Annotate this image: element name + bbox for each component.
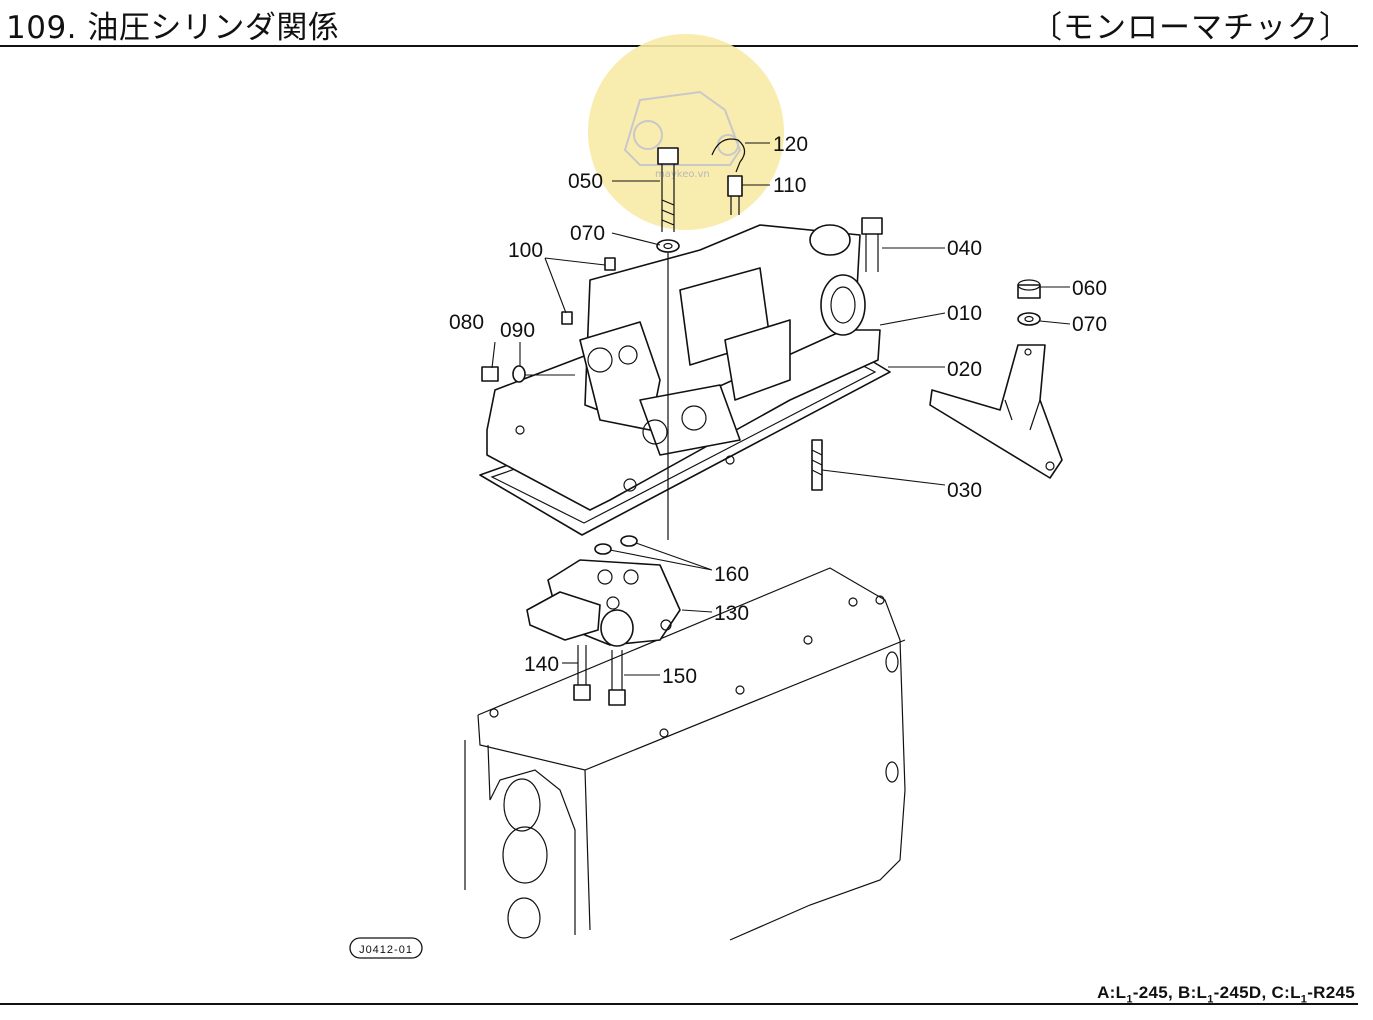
footer-a-sub: 1: [1126, 993, 1133, 1006]
label-030: 030: [947, 479, 982, 502]
label-070-upper: 070: [570, 222, 605, 245]
page-title: 109. 油圧シリンダ関係: [6, 10, 340, 46]
figure-code-badge: J0412-01: [349, 937, 423, 959]
part-140-bolt: [573, 645, 591, 701]
footer-rule: [0, 1003, 1358, 1005]
watermark-logo: maykeo.vn: [588, 34, 784, 230]
label-020: 020: [947, 358, 982, 381]
part-130-control-valve: [526, 559, 681, 647]
part-110-nipple: [727, 175, 743, 215]
transmission-case: [464, 567, 906, 941]
footer-c-suffix: -R245: [1307, 983, 1355, 1002]
label-040: 040: [947, 237, 982, 260]
label-050: 050: [568, 170, 603, 193]
part-100-plug: [561, 257, 616, 325]
footer-c-sub: 1: [1300, 993, 1308, 1006]
label-070-right: 070: [1072, 313, 1107, 336]
part-040-bolt: [861, 217, 883, 272]
part-060-nut: [1017, 279, 1041, 299]
watermark-text: maykeo.vn: [655, 169, 710, 180]
label-110: 110: [773, 174, 806, 197]
footer-a-prefix: A:L: [1097, 983, 1127, 1002]
part-030-stud: [811, 439, 823, 491]
figure-code: J0412-01: [359, 944, 413, 956]
footer-c-prefix: C:L: [1271, 983, 1301, 1002]
model-applicability-footer: A:L1-245, B:L1-245D, C:L1-R245: [1097, 983, 1355, 1005]
part-070-washer-upper: [656, 239, 680, 253]
label-130: 130: [714, 602, 749, 625]
label-100: 100: [508, 239, 543, 262]
part-080-plug: [481, 366, 499, 382]
footer-a-suffix: -245,: [1132, 983, 1173, 1002]
part-120-hook: [711, 138, 746, 173]
footer-b-prefix: B:L: [1178, 983, 1208, 1002]
label-120: 120: [773, 133, 808, 156]
label-060: 060: [1072, 277, 1107, 300]
label-010: 010: [947, 302, 982, 325]
part-070-washer-right: [1017, 312, 1041, 326]
footer-b-suffix: -245D,: [1213, 983, 1267, 1002]
part-090-washer: [512, 365, 526, 383]
footer-b-sub: 1: [1207, 993, 1214, 1006]
part-150-bolt: [608, 650, 626, 706]
part-010-cylinder-case: [486, 224, 881, 511]
lift-arm-bracket: [929, 344, 1063, 479]
part-160-o-rings: [594, 535, 638, 555]
label-150: 150: [662, 665, 697, 688]
label-090: 090: [500, 319, 535, 342]
label-140: 140: [524, 653, 559, 676]
label-080: 080: [449, 311, 484, 334]
label-160: 160: [714, 563, 749, 586]
model-label: 〔モンローマチック〕: [1031, 10, 1351, 46]
leader-lines: [491, 142, 1071, 676]
part-050-bolt: [657, 147, 679, 232]
